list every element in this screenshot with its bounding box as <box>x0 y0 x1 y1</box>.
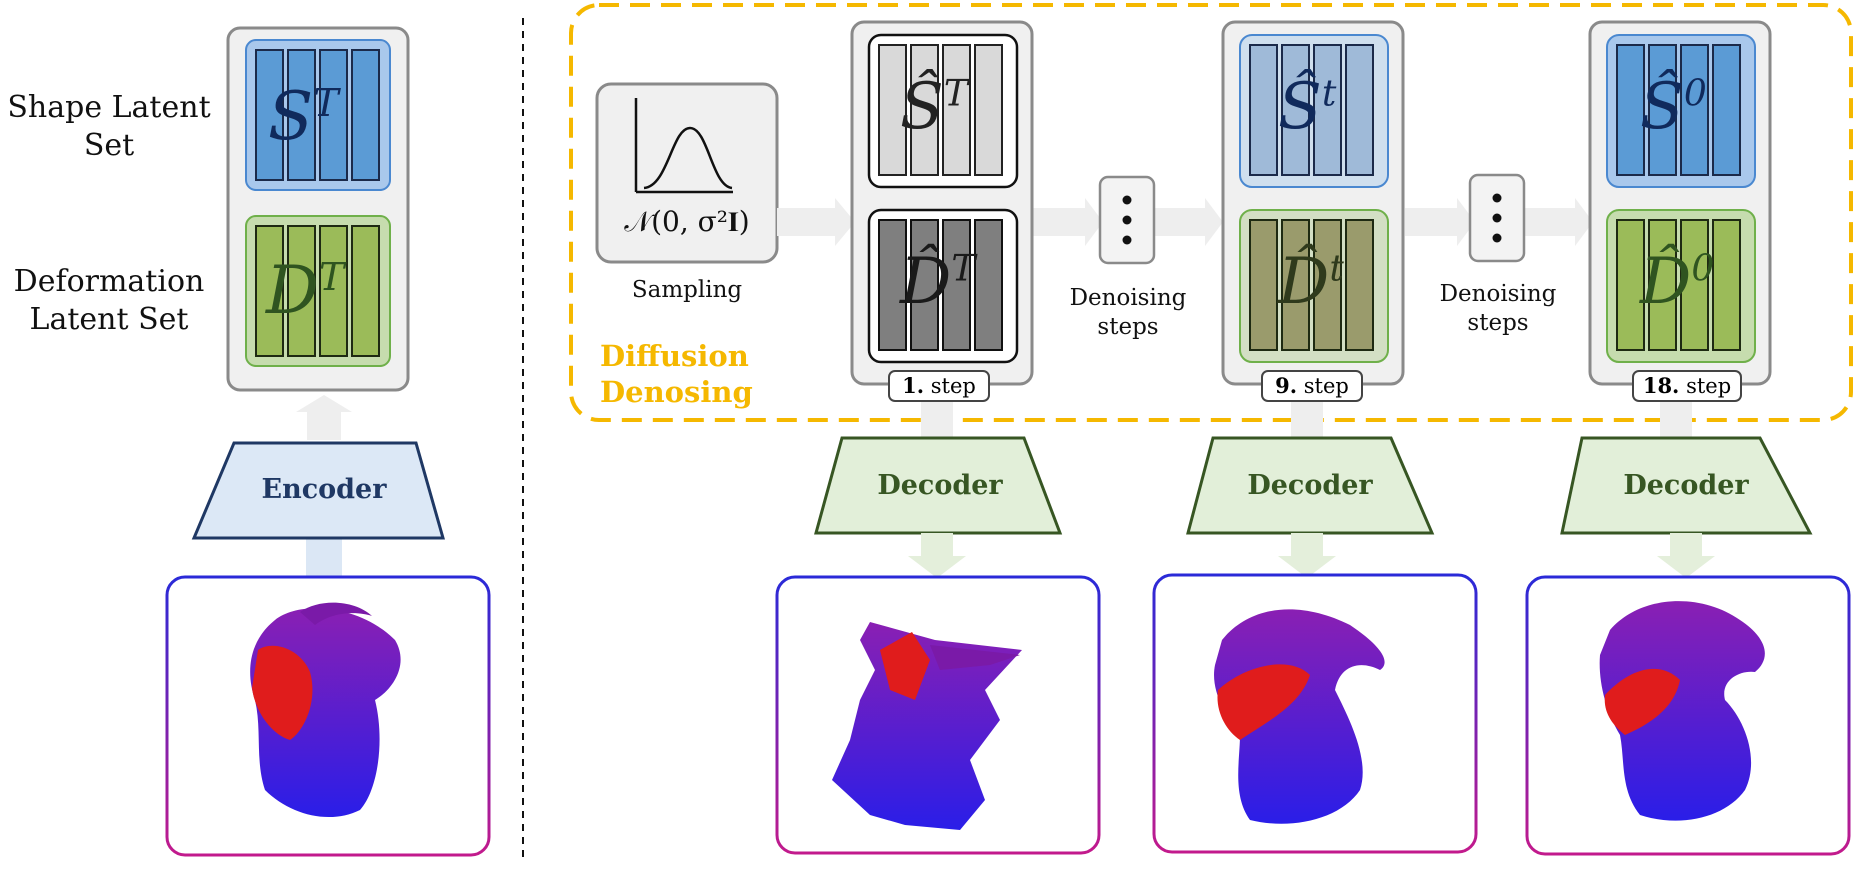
decoder-label-1: Decoder <box>877 470 1003 501</box>
sampling-to-step1-arrow <box>777 198 855 246</box>
dots-to-step9-arrow <box>1152 198 1223 246</box>
stage1-shape-symbol: ŜT <box>900 70 968 144</box>
sampling-label: Sampling <box>631 277 743 303</box>
step-badge-9: 9. step <box>1261 370 1363 402</box>
denoising-steps-label-2: Denoising steps <box>1439 281 1557 336</box>
decoder1-to-mesh-arrow <box>908 533 966 578</box>
decoder-label-3: Decoder <box>1623 470 1749 501</box>
stage2-shape-bars <box>1249 44 1374 176</box>
output-mesh-render-2 <box>1214 609 1385 824</box>
output-mesh-render-3 <box>1599 601 1765 821</box>
normal-distribution-label: 𝒩(0, σ²𝐈) <box>624 205 750 238</box>
diffusion-region <box>569 3 1853 422</box>
shape-set-symbol: ST <box>268 78 339 155</box>
decoder3-to-mesh-arrow <box>1657 533 1715 578</box>
decoder-block-3 <box>1560 436 1813 535</box>
stage1-def-symbol: D̂T <box>900 245 976 319</box>
shape-latent-bars <box>255 49 380 181</box>
output-mesh-render-1 <box>832 622 1022 830</box>
stage1-def-bars <box>878 219 1003 351</box>
stage2-shape-symbol: Ŝt <box>1278 70 1337 144</box>
stage2-def-bars <box>1249 219 1374 351</box>
step1-to-dots-arrow <box>1033 198 1103 246</box>
stage1-to-decoder-arrow <box>921 398 953 438</box>
step-badge-18: 18. step <box>1632 370 1742 402</box>
sampling-box <box>595 82 779 264</box>
mesh-to-encoder-arrow <box>306 538 342 578</box>
stage3-shape-bars <box>1616 44 1741 176</box>
input-mesh-render <box>250 602 401 818</box>
shape-latent-set-label: Shape Latent Set <box>7 90 211 163</box>
stage3-def-symbol: D̂0 <box>1640 245 1715 319</box>
deformation-latent-set-label: Deformation Latent Set <box>13 264 205 337</box>
stage3-to-decoder-arrow <box>1660 398 1692 438</box>
decoder-block-1 <box>814 436 1063 535</box>
stage3-shape-symbol: Ŝ0 <box>1640 70 1707 144</box>
denoising-steps-label-1: Denoising steps <box>1069 285 1187 340</box>
stage2-to-decoder-arrow <box>1291 398 1323 438</box>
deformation-latent-bars <box>255 225 380 357</box>
step-badge-1: 1. step <box>888 370 990 402</box>
encoder-to-latent-arrow <box>296 395 352 440</box>
stage2-def-symbol: D̂t <box>1278 245 1344 319</box>
encoder-label: Encoder <box>261 474 387 505</box>
decoder-block-2 <box>1186 436 1435 535</box>
encoder-block <box>191 441 445 540</box>
dots-to-step18-arrow <box>1521 198 1593 246</box>
gaussian-curve-icon <box>634 98 733 194</box>
step9-to-dots-arrow <box>1405 198 1475 246</box>
stage3-def-bars <box>1616 219 1741 351</box>
deformation-set-symbol: DT <box>266 252 345 329</box>
stage1-shape-bars <box>878 44 1003 176</box>
diffusion-title: Diffusion Denosing <box>600 339 753 409</box>
decoder2-to-mesh-arrow <box>1278 533 1336 578</box>
decoder-label-2: Decoder <box>1247 470 1373 501</box>
